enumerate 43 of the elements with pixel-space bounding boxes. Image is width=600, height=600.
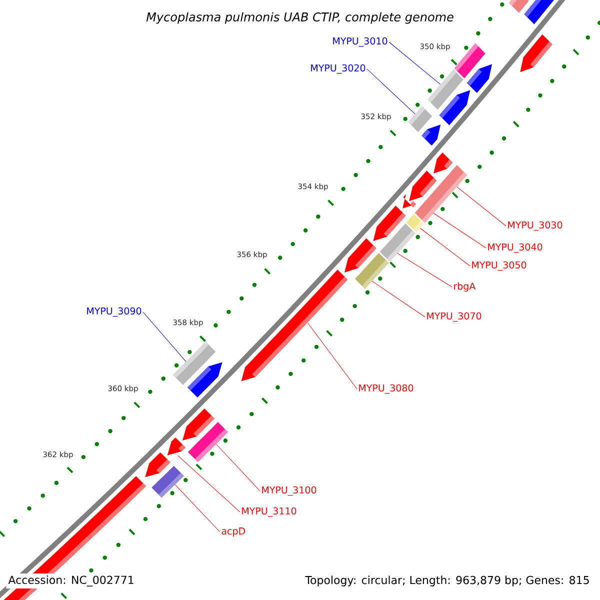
leader-line <box>456 186 506 226</box>
gene-block <box>508 0 529 13</box>
gene-label: MYPU_3040 <box>488 243 542 253</box>
footer-text: Accession: NC_002771 <box>8 576 134 586</box>
leader-line <box>397 252 452 288</box>
gene-block <box>354 252 389 289</box>
gene-label: MYPU_3100 <box>262 486 316 496</box>
gene-block <box>188 422 228 462</box>
gene-feature <box>434 152 453 174</box>
footer-text: Topology: circular; Length: 963,879 bp; Genes: 815 <box>305 576 589 586</box>
gene-block <box>152 466 184 498</box>
gene-label: rbgA <box>454 282 476 292</box>
title: Mycoplasma pulmonis UAB CTIP, complete genome <box>146 12 454 24</box>
gene-feature <box>402 194 416 209</box>
gene-label: MYPU_3110 <box>242 507 296 517</box>
gene-label: MYPU_3050 <box>472 261 526 271</box>
gene-label: MYPU_3090 <box>87 307 142 317</box>
gene-feature <box>520 34 552 72</box>
gene-feature <box>439 90 470 126</box>
gene-label: MYPU_3080 <box>359 384 414 394</box>
gene-feature <box>466 64 492 93</box>
leader-line <box>308 322 358 390</box>
gene-feature <box>241 270 348 382</box>
leader-line <box>174 484 220 532</box>
gene-feature <box>167 437 186 456</box>
leader-line <box>177 455 240 512</box>
leader-line <box>216 444 260 492</box>
gene-label: MYPU_3020 <box>311 64 366 74</box>
gene-block <box>414 188 446 223</box>
gene-label: acpD <box>222 528 246 536</box>
leader-line <box>142 312 186 362</box>
gene-block <box>380 223 416 262</box>
gene-label: MYPU_3070 <box>427 312 482 322</box>
gene-label: MYPU_3010 <box>333 37 388 47</box>
gene-feature <box>422 124 441 146</box>
gene-block <box>408 106 432 132</box>
gene-feature <box>187 362 222 398</box>
leader-line <box>433 212 486 248</box>
gene-label: MYPU_3030 <box>508 221 562 231</box>
leader-line <box>420 228 470 266</box>
gene-block <box>524 0 554 24</box>
leader-line <box>388 42 441 85</box>
gene-feature <box>145 452 170 478</box>
